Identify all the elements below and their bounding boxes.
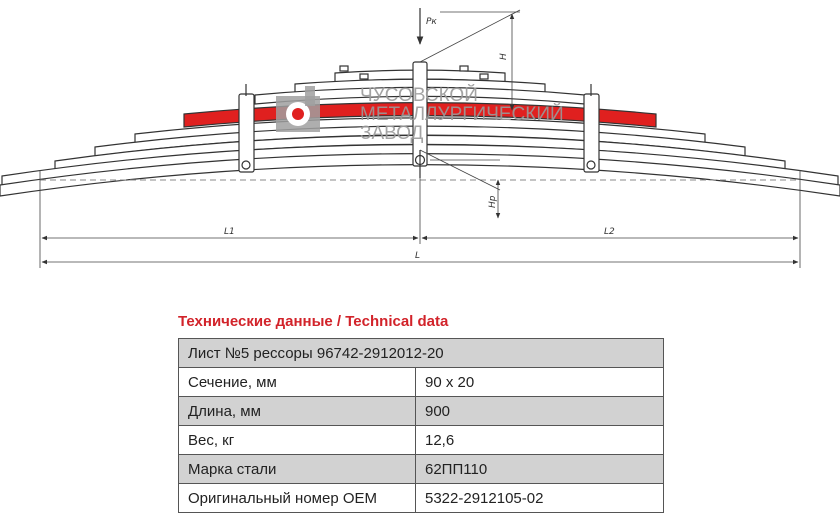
height-label: H	[499, 53, 509, 60]
row-label: Вес, кг	[178, 425, 416, 455]
leaf-name-cell: Лист №5 рессоры 96742-2912012-20	[178, 338, 664, 368]
left-side-clamp	[238, 84, 255, 173]
technical-data-title: Технические данные / Technical data	[178, 313, 449, 330]
length-dimensions	[39, 170, 801, 268]
company-logo-icon	[276, 86, 320, 132]
row-value: 12,6	[415, 425, 664, 455]
height-dimension	[419, 9, 521, 219]
watermark-line-2: МЕТАЛЛУРГИЧЕСКИЙ	[360, 103, 564, 125]
table-row: Длина, мм 900	[178, 396, 664, 426]
leaf-clip	[459, 65, 469, 72]
technical-data-table: Лист №5 рессоры 96742-2912012-20 Сечение…	[178, 338, 664, 513]
leaf-spring-drawing: Pк H Hр L1 L2 L ЧУСОВСКОЙ МЕТАЛЛУРГИЧЕСК…	[0, 8, 840, 268]
row-label: Оригинальный номер OEM	[178, 483, 416, 513]
table-header-row: Лист №5 рессоры 96742-2912012-20	[178, 338, 664, 368]
table-row: Сечение, мм 90 х 20	[178, 367, 664, 397]
l1-label: L1	[224, 227, 235, 237]
leaf-clip	[339, 65, 349, 72]
watermark-line-3: ЗАВОД	[360, 123, 424, 144]
l2-label: L2	[604, 227, 615, 237]
company-watermark: ЧУСОВСКОЙ МЕТАЛЛУРГИЧЕСКИЙ ЗАВОД	[276, 84, 564, 144]
row-label: Длина, мм	[178, 396, 416, 426]
table-row: Марка стали 62ПП110	[178, 454, 664, 484]
row-label: Сечение, мм	[178, 367, 416, 397]
row-value: 5322-2912105-02	[415, 483, 664, 513]
row-value: 62ПП110	[415, 454, 664, 484]
row-value: 900	[415, 396, 664, 426]
watermark-line-1: ЧУСОВСКОЙ	[360, 84, 478, 106]
right-side-clamp	[583, 84, 600, 173]
total-length-label: L	[415, 251, 420, 261]
leaf-clip	[359, 73, 369, 80]
table-row: Оригинальный номер OEM 5322-2912105-02	[178, 483, 664, 513]
height-below-label: Hр	[488, 195, 498, 208]
row-value: 90 х 20	[415, 367, 664, 397]
row-label: Марка стали	[178, 454, 416, 484]
table-row: Вес, кг 12,6	[178, 425, 664, 455]
leaf-clip	[479, 73, 489, 80]
force-label: Pк	[426, 17, 437, 27]
